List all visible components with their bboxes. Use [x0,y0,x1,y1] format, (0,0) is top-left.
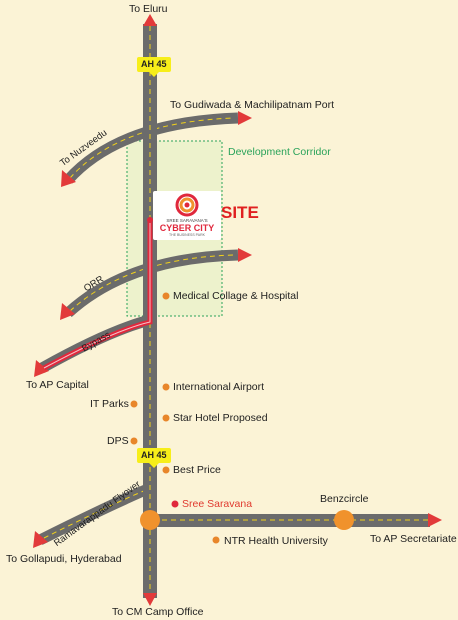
logo-line3: THE BUSINESS PARK [169,233,205,237]
cm-camp-arrow [143,593,157,606]
label-to-ap-capital: To AP Capital [26,379,89,391]
dot-medical-college [162,292,170,300]
highway-badge-ah45-top: AH 45 [137,57,171,77]
label-medical-college: Medical Collage & Hospital [173,290,299,302]
orr-arrow-west [60,303,75,320]
highway-badge-ah45-bottom: AH 45 [137,448,171,468]
cyber-city-logo: SREE SARAVANA'S CYBER CITY THE BUSINESS … [153,191,221,240]
label-to-cm-camp: To CM Camp Office [112,606,204,618]
dot-star-hotel [162,414,170,422]
junction-ramavarappadu [140,510,160,530]
label-star-hotel: Star Hotel Proposed [173,412,268,424]
label-ntr-health: NTR Health University [224,535,328,547]
label-it-parks: IT Parks [90,398,129,410]
label-to-ap-secretariate: To AP Secretariate [370,533,457,545]
label-sree-saravana: Sree Saravana [182,498,253,510]
eluru-arrow [143,14,157,26]
label-to-gudiwada: To Gudiwada & Machilipatnam Port [170,99,334,111]
gudiwada-arrow [238,111,252,125]
dot-international-airport [162,383,170,391]
dot-sree-saravana [171,500,179,508]
label-to-eluru: To Eluru [129,3,168,15]
nuzveedu-arrow [61,170,76,187]
label-development-corridor: Development Corridor [228,146,331,158]
label-benzcircle: Benzcircle [320,493,369,505]
dot-dps [130,437,138,445]
logo-line2: CYBER CITY [159,223,215,233]
secretariate-arrow [428,513,442,527]
label-site: SITE [221,203,259,222]
dot-it-parks [130,400,138,408]
ap-capital-arrow [34,360,49,377]
logo-line1: SREE SARAVANA'S [166,218,208,223]
label-to-gollapudi: To Gollapudi, Hyderabad [6,553,122,565]
label-dps: DPS [107,435,129,447]
label-best-price: Best Price [173,464,221,476]
dot-ntr-health [212,536,220,544]
orr-arrow-east [238,248,252,262]
dot-best-price [162,466,170,474]
site-marker [147,217,153,223]
junction-benzcircle [334,510,354,530]
label-international-airport: International Airport [173,381,265,393]
gollapudi-arrow [33,531,48,548]
